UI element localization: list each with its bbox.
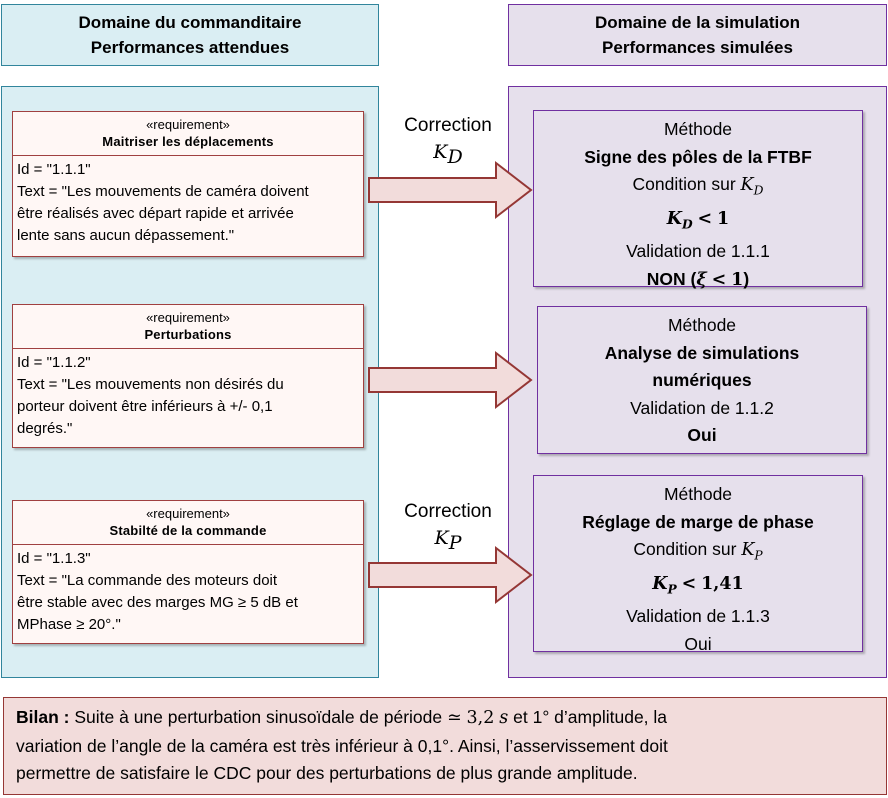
sponsor-domain-header: Domaine du commanditaire Performances at…: [1, 4, 379, 66]
requirement-header: «requirement» Maitriser les déplacements: [13, 112, 363, 156]
simulation-domain-subtitle: Performances simulées: [602, 38, 793, 57]
requirement-text-line: MPhase ≥ 20°.": [17, 616, 121, 633]
arrow-2: [368, 350, 533, 410]
simulation-domain-title: Domaine de la simulation: [595, 13, 800, 32]
requirement-text-line: Text = "Les mouvements non désirés du: [17, 376, 284, 393]
correction-label-kd: Correction KD: [383, 113, 513, 170]
summary-box: Bilan : Suite à une perturbation sinusoï…: [3, 697, 887, 795]
method-result: Oui: [684, 633, 712, 654]
summary-line-3: permettre de satisfaire le CDC pour des …: [16, 763, 638, 783]
requirement-text-line: Text = "Les mouvements de caméra doivent: [17, 183, 309, 200]
method-condition: Condition sur KD: [632, 174, 764, 198]
requirement-body: Id = "1.1.2" Text = "Les mouvements non …: [13, 349, 363, 440]
correction-label-kp: Correction KP: [383, 499, 513, 556]
requirement-text-line: être réalisés avec départ rapide et arri…: [17, 205, 294, 222]
correction-symbol: K: [434, 527, 449, 549]
method-inequality: KP < 1,41: [652, 574, 744, 597]
arrow-1: [368, 160, 533, 220]
requirement-text-line: Text = "La commande des moteurs doit: [17, 572, 278, 589]
requirement-id: Id = "1.1.3": [17, 550, 91, 567]
requirement-name: Maitriser les déplacements: [102, 134, 274, 149]
method-title: Méthode: [663, 119, 733, 139]
requirement-stereotype: «requirement»: [146, 506, 230, 521]
correction-text: Correction: [404, 501, 492, 522]
simulation-domain-header: Domaine de la simulation Performances si…: [508, 4, 887, 66]
method-title: Méthode: [667, 315, 737, 335]
method-block-1[interactable]: Méthode Signe des pôles de la FTBF Condi…: [533, 110, 863, 290]
method-validation: Validation de 1.1.2: [630, 397, 774, 418]
method-result: Oui: [687, 425, 717, 445]
requirement-body: Id = "1.1.3" Text = "La commande des mot…: [13, 545, 363, 636]
arrow-3: [368, 545, 533, 605]
correction-subscript: D: [447, 145, 463, 168]
method-title: Méthode: [663, 484, 733, 504]
sponsor-domain-title: Domaine du commanditaire: [78, 13, 302, 32]
summary-line-1: Bilan : Suite à une perturbation sinusoï…: [16, 707, 668, 728]
requirement-text-line: degrés.": [17, 420, 73, 437]
requirement-header: «requirement» Stabilté de la commande: [13, 501, 363, 545]
method-result: NON (ξ < 1): [646, 268, 750, 290]
method-condition: Condition sur KP: [633, 539, 763, 563]
requirement-body: Id = "1.1.1" Text = "Les mouvements de c…: [13, 156, 363, 247]
requirement-id: Id = "1.1.1": [17, 161, 91, 178]
method-validation: Validation de 1.1.3: [626, 606, 770, 626]
requirement-text-line: lente sans aucun dépassement.": [17, 227, 235, 244]
summary-label: Bilan :: [16, 707, 70, 727]
method-block-3[interactable]: Méthode Réglage de marge de phase Condit…: [533, 475, 863, 654]
method-name: Signe des pôles de la FTBF: [584, 146, 812, 167]
requirement-id: Id = "1.1.2": [17, 354, 91, 371]
requirement-text-line: porteur doivent être inférieurs à +/- 0,…: [17, 398, 273, 415]
requirement-stereotype: «requirement»: [146, 310, 230, 325]
correction-subscript: P: [448, 531, 462, 554]
method-name-line: Analyse de simulations: [604, 342, 800, 363]
requirement-block-2[interactable]: «requirement» Perturbations Id = "1.1.2"…: [12, 304, 364, 448]
sponsor-domain-subtitle: Performances attendues: [90, 38, 290, 57]
summary-line-2: variation de l’angle de la caméra est tr…: [16, 735, 668, 756]
method-block-2[interactable]: Méthode Analyse de simulations numérique…: [537, 306, 867, 454]
requirement-name: Perturbations: [144, 327, 232, 342]
method-inequality: KD < 1: [666, 209, 730, 232]
method-name-line: numériques: [652, 370, 752, 390]
requirement-header: «requirement» Perturbations: [13, 305, 363, 349]
requirement-stereotype: «requirement»: [146, 117, 230, 132]
method-name: Réglage de marge de phase: [582, 511, 814, 532]
requirement-name: Stabilté de la commande: [109, 523, 267, 538]
requirement-block-1[interactable]: «requirement» Maitriser les déplacements…: [12, 111, 364, 257]
correction-text: Correction: [404, 115, 492, 136]
requirement-block-3[interactable]: «requirement» Stabilté de la commande Id…: [12, 500, 364, 644]
correction-symbol: K: [433, 141, 448, 163]
requirement-text-line: être stable avec des marges MG ≥ 5 dB et: [17, 594, 298, 611]
method-validation: Validation de 1.1.1: [626, 241, 770, 261]
